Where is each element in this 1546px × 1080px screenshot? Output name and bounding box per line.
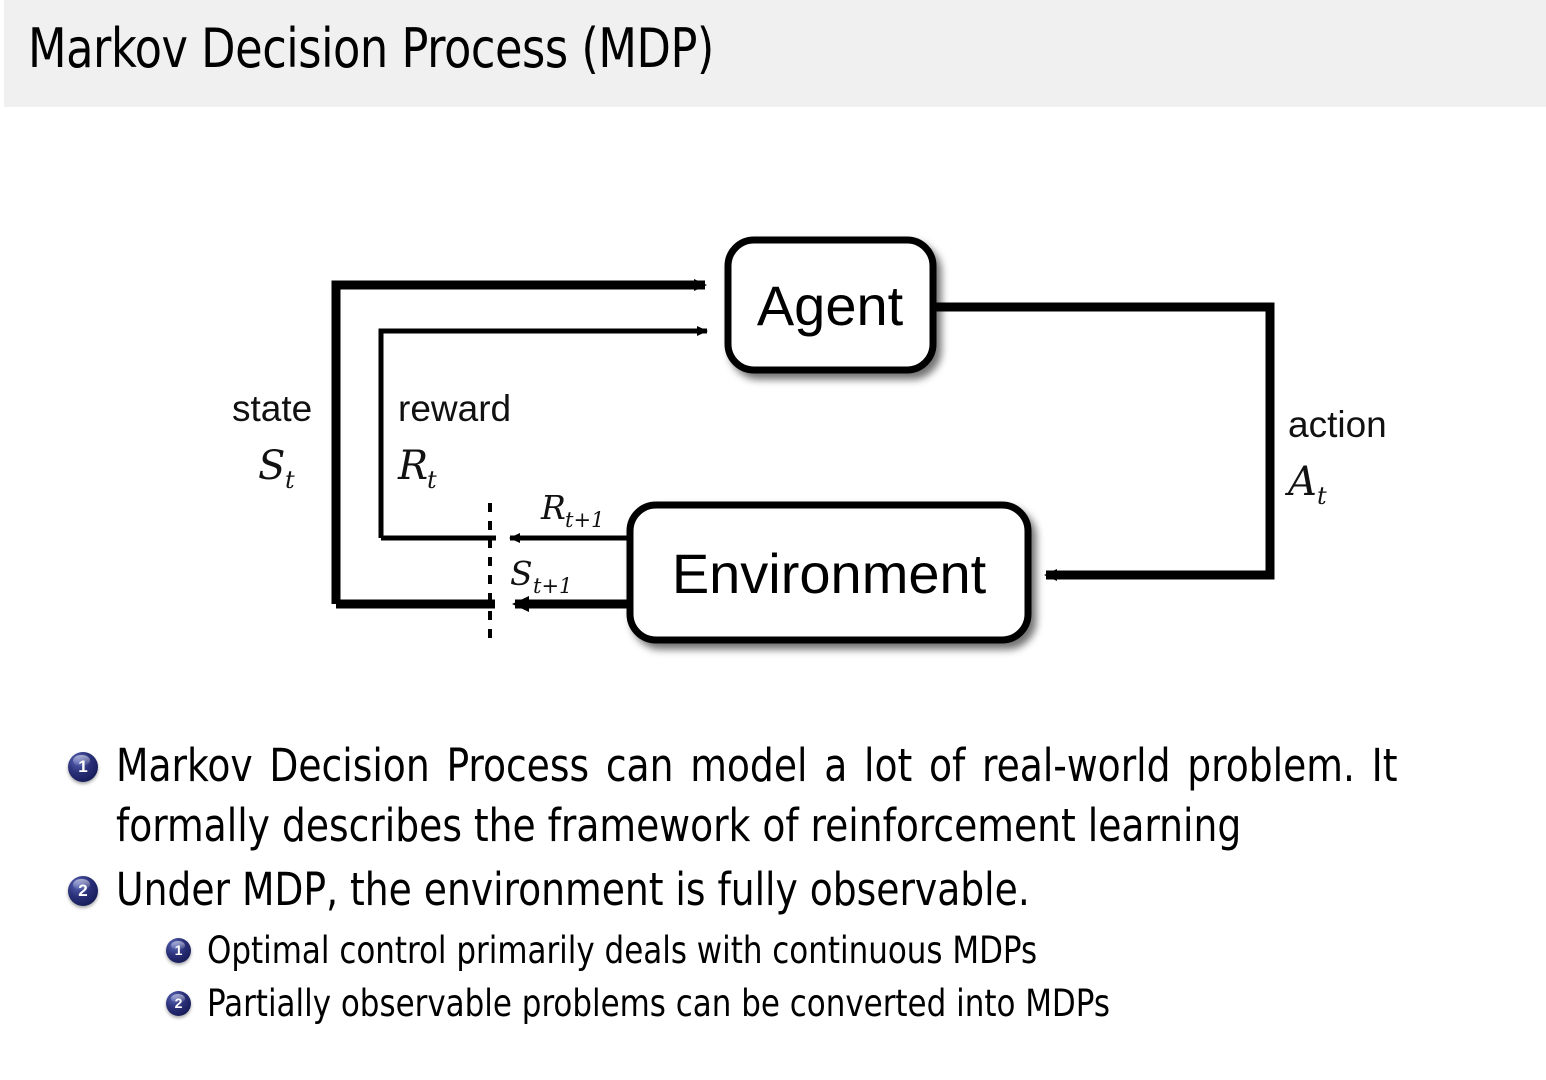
page-title: Markov Decision Process (MDP)	[28, 17, 714, 80]
state-symbol-subscript: t	[285, 466, 295, 494]
sub-bullet-number-badge: 2	[166, 991, 191, 1016]
action-symbol: A	[1284, 459, 1317, 505]
action-loop-path	[930, 302, 1275, 581]
bullet-number-badge: 1	[68, 752, 98, 782]
reward-symbol-subscript: t	[427, 466, 437, 494]
sub-list-item-text: Optimal control primarily deals with con…	[207, 929, 1038, 972]
header-left-strip	[0, 0, 4, 107]
action-label: action	[1288, 404, 1387, 445]
diagram-connectors	[331, 279, 1275, 645]
sub-list-item[interactable]: 2 Partially observable problems can be c…	[0, 977, 1546, 1030]
bullet-list: 1 Markov Decision Process can model a lo…	[0, 736, 1546, 1030]
action-symbol-subscript: t	[1317, 482, 1327, 510]
list-item-text: Markov Decision Process can model a lot …	[116, 739, 1398, 852]
bullet-number-badge: 2	[68, 876, 98, 906]
environment-box-label: Environment	[672, 542, 987, 605]
agent-box-label: Agent	[757, 274, 904, 337]
state-label: state	[232, 388, 312, 429]
reward-loop-path	[378, 326, 708, 538]
state-next-subscript: t+1	[533, 574, 572, 598]
sub-bullet-number-badge: 1	[166, 938, 191, 963]
reward-next-symbol: R	[540, 488, 566, 527]
reward-label: reward	[398, 388, 511, 429]
reward-symbol: R	[397, 443, 428, 489]
list-item-text: Under MDP, the environment is fully obse…	[116, 863, 1030, 916]
environment-box[interactable]: Environment	[626, 501, 1032, 644]
mdp-diagram: Agent Environment state S t reward R t a…	[0, 107, 1546, 697]
reward-next-subscript: t+1	[565, 508, 604, 532]
agent-box[interactable]: Agent	[724, 236, 937, 374]
list-item[interactable]: 1 Markov Decision Process can model a lo…	[0, 736, 1546, 856]
sub-list-item[interactable]: 1 Optimal control primarily deals with c…	[0, 924, 1546, 977]
sub-list-item-text: Partially observable problems can be con…	[207, 982, 1110, 1025]
state-next-symbol: S	[510, 554, 533, 593]
state-loop-path	[331, 279, 707, 604]
slide-header: Markov Decision Process (MDP)	[0, 0, 1546, 107]
diagram-labels: state S t reward R t action A t R t+1 S …	[232, 388, 1387, 598]
list-item[interactable]: 2 Under MDP, the environment is fully ob…	[0, 860, 1546, 920]
state-symbol: S	[258, 443, 285, 489]
